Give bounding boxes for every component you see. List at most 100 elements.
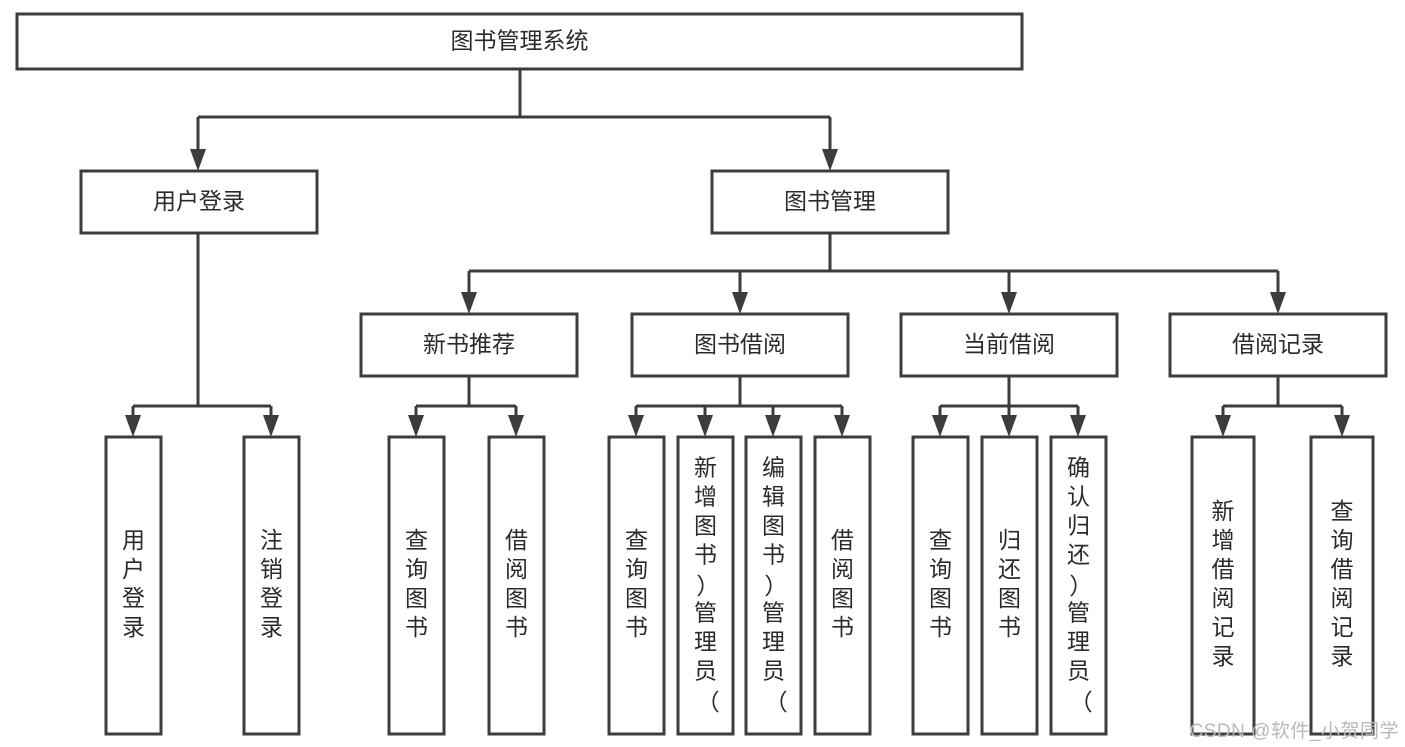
node-label-char: ︶: [762, 690, 788, 713]
connector-conn-manage-a3: [1001, 271, 1017, 314]
nodes-layer: 图书管理系统用户登录图书管理新书推荐图书借阅当前借阅借阅记录用户登录注销登录查询…: [15, 12, 1388, 736]
node-label-char: 录: [1331, 643, 1354, 669]
node-label-char: 登: [260, 585, 283, 611]
node-label-char: 询: [625, 556, 648, 582]
node-label-char: 录: [260, 614, 283, 640]
node-label-char: 理: [1067, 629, 1090, 655]
node-label-char: 借: [505, 527, 528, 553]
node-label-char: 理: [694, 629, 717, 655]
node-label-char: 员: [694, 658, 717, 684]
node-label-char: 借: [831, 527, 854, 553]
node-label-char: 阅: [1212, 585, 1235, 611]
node-label-char: 管: [694, 600, 717, 626]
connector-conn-login-a1: [125, 406, 141, 437]
node-book-borrow[interactable]: 图书借阅: [630, 312, 850, 378]
node-label-char: 查: [625, 527, 648, 553]
connector-conn-manage-a4: [1270, 271, 1286, 314]
node-label-char: 图: [762, 513, 785, 539]
node-leaf-user-login[interactable]: 用户登录: [104, 435, 163, 736]
node-label-char: 书: [831, 614, 854, 640]
node-user-login[interactable]: 用户登录: [79, 169, 319, 235]
node-label-char: 员: [762, 658, 785, 684]
node-label-char: 查: [405, 527, 428, 553]
node-label-char: 借: [1331, 556, 1354, 582]
node-label: 新书推荐: [423, 331, 515, 357]
node-label-char: 员: [1067, 658, 1090, 684]
node-label-char: 增: [694, 484, 717, 510]
node-label: 图书管理: [784, 188, 876, 214]
node-label-char: 录: [1212, 643, 1235, 669]
node-label-char: 图: [625, 585, 648, 611]
node-current-borrow[interactable]: 当前借阅: [899, 312, 1119, 378]
connector-conn-rst-a2: [1334, 406, 1350, 437]
node-label: 图书管理系统: [451, 28, 589, 54]
connector-conn-root-to-login: [190, 117, 206, 171]
node-label-char: 阅: [1331, 585, 1354, 611]
node-label-char: 注: [260, 527, 283, 553]
node-label: 当前借阅: [963, 331, 1055, 357]
node-label-char: 登: [122, 585, 145, 611]
connector-conn-rec-a2: [508, 406, 524, 437]
node-label-char: 书: [505, 614, 528, 640]
node-label-char: 新: [1212, 498, 1235, 524]
node-label-char: 管: [1067, 600, 1090, 626]
connector-conn-manage-a2: [732, 271, 748, 314]
node-label-char: 书: [625, 614, 648, 640]
node-label-char: 新: [694, 455, 717, 481]
connector-conn-login-a2: [263, 406, 279, 437]
node-label-char: 图: [831, 585, 854, 611]
connector-conn-root-to-manage: [822, 117, 838, 171]
node-label-char: 还: [1067, 542, 1090, 568]
node-borrow-record[interactable]: 借阅记录: [1168, 312, 1388, 378]
node-label-char: 还: [998, 556, 1021, 582]
node-label-char: 销: [260, 556, 283, 582]
node-label-char: 书: [998, 614, 1021, 640]
node-label-char: 借: [1212, 556, 1235, 582]
connector-conn-cur-a3: [1070, 406, 1086, 437]
node-label-char: 用: [122, 527, 145, 553]
node-label-char: 图: [929, 585, 952, 611]
node-label-char: 书: [929, 614, 952, 640]
node-label-char: 书: [694, 542, 717, 568]
node-label-char: 图: [998, 585, 1021, 611]
connector-conn-borrow-a1: [628, 406, 644, 437]
connector-conn-cur-a2: [1001, 406, 1017, 437]
node-label-char: 辑: [762, 484, 785, 510]
node-root[interactable]: 图书管理系统: [15, 12, 1024, 71]
node-label-char: 理: [762, 629, 785, 655]
node-label-char: 归: [998, 527, 1021, 553]
node-new-book-recommend[interactable]: 新书推荐: [359, 312, 579, 378]
node-label-char: 记: [1212, 614, 1235, 640]
node-label: 用户登录: [153, 188, 245, 214]
connector-conn-manage-a1: [461, 271, 477, 314]
connector-conn-borrow-a3: [765, 406, 781, 437]
node-label-char: 询: [405, 556, 428, 582]
node-label-char: 阅: [831, 556, 854, 582]
node-label-char: 确: [1067, 455, 1090, 481]
connector-conn-rec-a1: [408, 406, 424, 437]
node-label-char: 书: [762, 542, 785, 568]
node-book-manage[interactable]: 图书管理: [710, 169, 950, 235]
node-label-char: 编: [762, 455, 785, 481]
connector-conn-rst-a1: [1215, 406, 1231, 437]
node-label-char: ︵: [1067, 574, 1093, 597]
node-label-char: 查: [929, 527, 952, 553]
node-label-char: ︶: [1067, 690, 1093, 713]
node-label-char: 询: [1331, 527, 1354, 553]
connectors-layer: [125, 69, 1350, 437]
node-label-char: 图: [694, 513, 717, 539]
